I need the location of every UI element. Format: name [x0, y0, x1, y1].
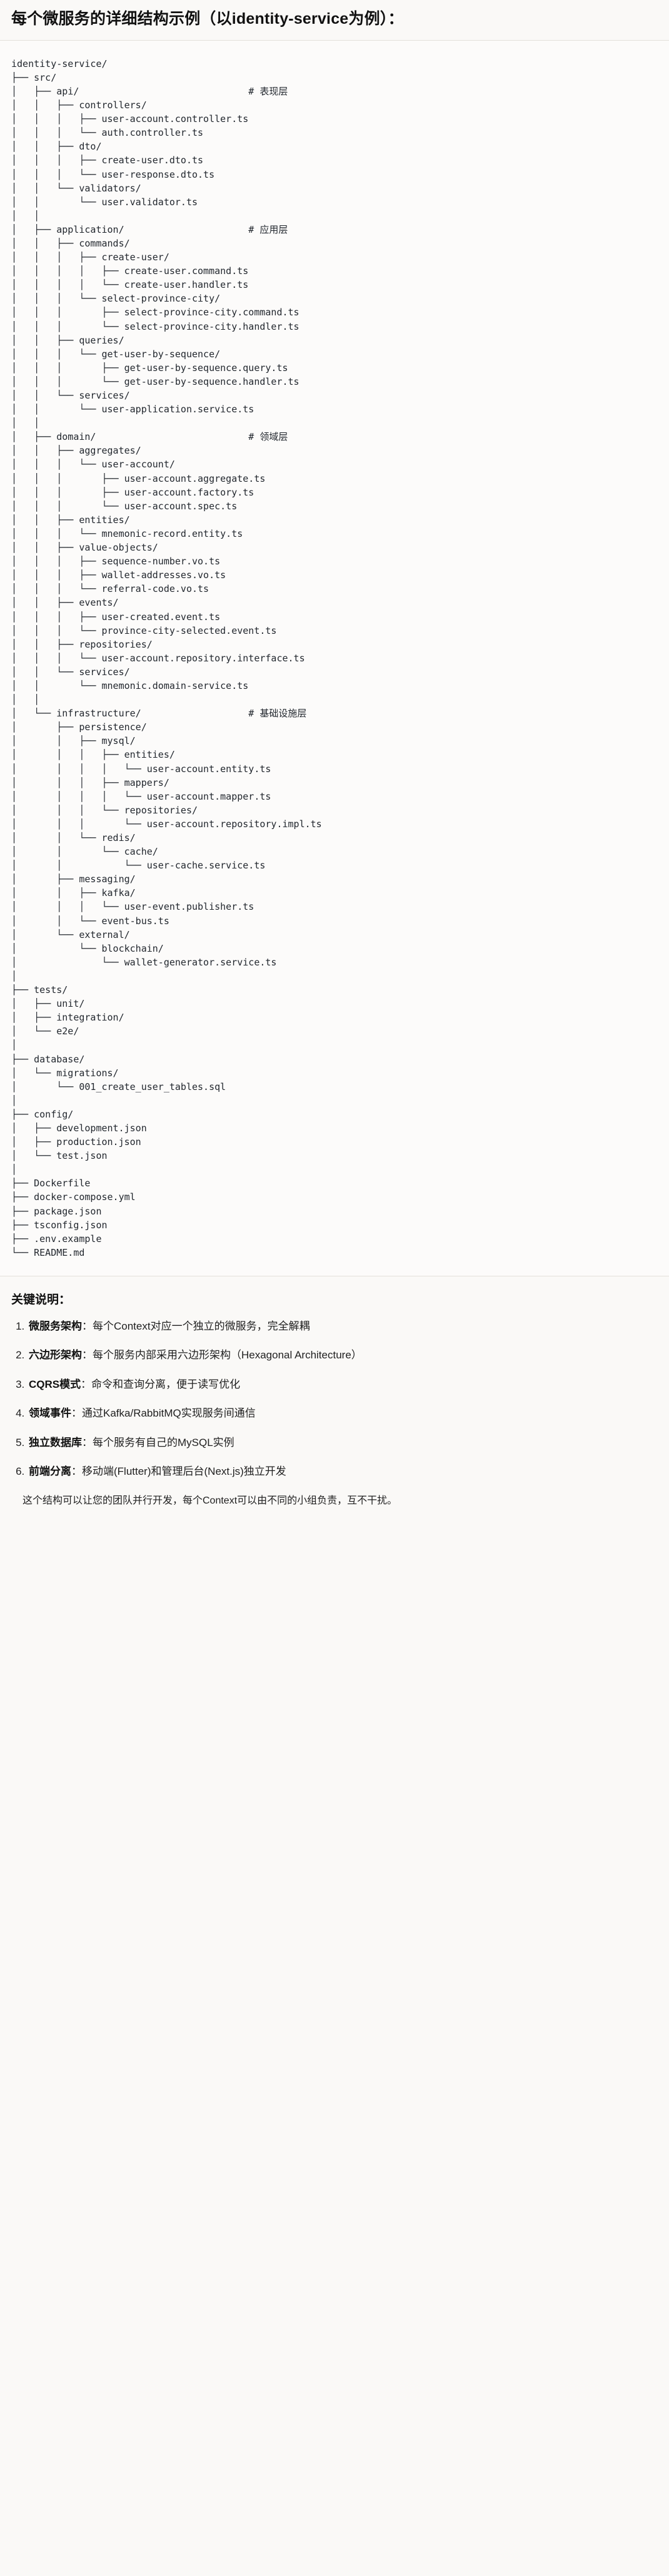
note-key: 领域事件	[29, 1407, 71, 1420]
title-divider	[0, 39, 669, 41]
document-page: 每个微服务的详细结构示例（以identity-service为例）： ident…	[0, 0, 669, 1524]
key-notes-section: 关键说明： 微服务架构：每个Context对应一个独立的微服务，完全解耦 六边形…	[0, 1290, 669, 1524]
note-key: 前端分离	[29, 1465, 71, 1478]
directory-tree: identity-service/ ├── src/ │ ├── api/ # …	[11, 58, 322, 1258]
list-item: 六边形架构：每个服务内部采用六边形架构（Hexagonal Architectu…	[28, 1347, 658, 1363]
directory-tree-code-block: identity-service/ ├── src/ │ ├── api/ # …	[0, 40, 669, 1276]
note-key: 微服务架构	[29, 1320, 82, 1332]
note-desc: ：每个服务有自己的MySQL实例	[82, 1436, 234, 1448]
list-item: 独立数据库：每个服务有自己的MySQL实例	[28, 1435, 658, 1451]
note-key: 独立数据库	[29, 1436, 82, 1448]
note-key: 六边形架构	[29, 1349, 82, 1362]
note-desc: ：移动端(Flutter)和管理后台(Next.js)独立开发	[71, 1465, 286, 1478]
list-item: 前端分离：移动端(Flutter)和管理后台(Next.js)独立开发	[28, 1464, 658, 1480]
note-desc: ：每个Context对应一个独立的微服务，完全解耦	[82, 1320, 310, 1332]
note-desc: ：通过Kafka/RabbitMQ实现服务间通信	[71, 1407, 256, 1420]
list-item: 微服务架构：每个Context对应一个独立的微服务，完全解耦	[28, 1318, 658, 1335]
key-notes-list: 微服务架构：每个Context对应一个独立的微服务，完全解耦 六边形架构：每个服…	[11, 1318, 658, 1480]
note-desc: ：命令和查询分离，便于读写优化	[81, 1378, 241, 1390]
note-key: CQRS模式	[29, 1378, 81, 1390]
note-desc: ：每个服务内部采用六边形架构（Hexagonal Architecture）	[82, 1349, 362, 1362]
list-item: 领域事件：通过Kafka/RabbitMQ实现服务间通信	[28, 1405, 658, 1422]
list-item: CQRS模式：命令和查询分离，便于读写优化	[28, 1377, 658, 1393]
page-title: 每个微服务的详细结构示例（以identity-service为例）：	[11, 10, 404, 28]
closing-paragraph: 这个结构可以让您的团队并行开发，每个Context可以由不同的小组负责，互不干扰…	[23, 1495, 398, 1506]
key-notes-heading: 关键说明：	[11, 1293, 71, 1306]
